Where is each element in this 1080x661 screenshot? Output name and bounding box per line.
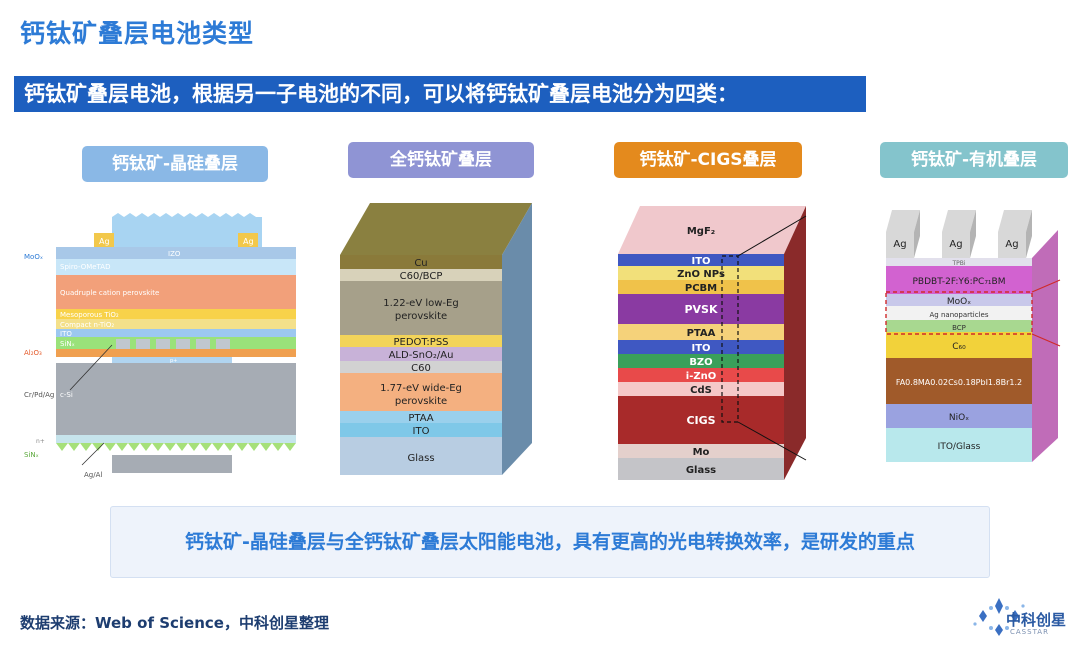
layer-c60: C60: [411, 363, 431, 374]
layer-moox: MoOₓ: [947, 297, 971, 307]
label-compact: Compact n-TiO₂: [60, 321, 114, 329]
layer-ito-top: ITO: [691, 256, 710, 267]
label-al2o3: Al₂O₃: [24, 349, 42, 357]
layer-cu: Cu: [414, 258, 427, 269]
category-label-perovskite-cigs: 钙钛矿-CIGS叠层: [614, 142, 802, 178]
label-izo: IZO: [168, 250, 181, 258]
layer-cigs: CIGS: [686, 414, 715, 427]
layer-mo: Mo: [693, 447, 710, 458]
label-ag-al: Ag/Al: [84, 471, 102, 479]
layer-low-eg: 1.22-eV low-Eg: [383, 298, 458, 309]
layer-wide-eg: 1.77-eV wide-Eg: [380, 383, 462, 394]
label-sinx-bottom: SiNₓ: [24, 451, 39, 459]
casstar-logo-icon: [973, 598, 1025, 636]
layer-c60: C₆₀: [952, 342, 966, 352]
layer-glass: Glass: [407, 453, 434, 464]
layer-bcp: BCP: [952, 324, 966, 332]
diagram-perovskite-cigs: MgF₂ ITO ZnO NPs PCBM PVSK PTAA ITO BZO …: [618, 206, 807, 480]
layer-pcbm: PCBM: [685, 283, 717, 294]
logo-name: 中科创星: [1006, 611, 1067, 629]
layer-ito-glass: ITO/Glass: [938, 442, 981, 452]
label-mesoporous: Mesoporous TiO₂: [60, 311, 119, 319]
label-ag-left: Ag: [99, 237, 110, 246]
layer-ito: ITO: [413, 426, 430, 437]
label-perovskite: Quadruple cation perovskite: [60, 289, 159, 297]
diagram-perovskite-silicon: Ag Ag IZO Spiro-OMeTAD Quadruple cation …: [24, 213, 296, 479]
label-sinx-mid: SiNₓ: [60, 340, 75, 348]
conclusion-box: 钙钛矿-晶硅叠层与全钙钛矿叠层太阳能电池，具有更高的光电转换效率，是研发的重点: [110, 506, 990, 578]
logo-sub: CASSTAR: [1010, 628, 1049, 636]
layer-wide-eg-perovskite: perovskite: [395, 396, 447, 407]
label-c-si: c-Si: [60, 391, 73, 399]
layer-tpbi: TPBi: [951, 260, 965, 267]
page-title: 钙钛矿叠层电池类型: [20, 19, 255, 48]
diagram-all-perovskite: Cu C60/BCP 1.22-eV low-Eg perovskite PED…: [340, 203, 532, 475]
label-moox: MoOₓ: [24, 253, 43, 261]
layer-sno2-au: ALD-SnO₂/Au: [389, 350, 454, 361]
layer-pvsk: PVSK: [684, 303, 717, 316]
category-label-perovskite-organic: 钙钛矿-有机叠层: [880, 142, 1068, 178]
intro-banner: 钙钛矿叠层电池，根据另一子电池的不同，可以将钙钛矿叠层电池分为四类：: [14, 76, 866, 112]
layer-pedot: PEDOT:PSS: [393, 337, 448, 348]
label-contact: Cr/Pd/Ag: [24, 391, 54, 399]
label-ag-right: Ag: [243, 237, 254, 246]
label-p-plus: p+: [170, 358, 177, 364]
layer-ag-nanoparticles: Ag nanoparticles: [930, 311, 989, 319]
data-source: 数据来源：Web of Science，中科创星整理: [20, 614, 329, 632]
layer-i-zno: i-ZnO: [686, 371, 716, 382]
label-spiro: Spiro-OMeTAD: [60, 263, 110, 271]
layer-zno: ZnO NPs: [677, 269, 725, 280]
electrode-ag-1: Ag: [893, 239, 906, 250]
layer-mgf2: MgF₂: [687, 226, 715, 237]
electrode-ag-2: Ag: [949, 239, 962, 250]
layer-ptaa: PTAA: [408, 413, 433, 424]
layer-perovskite: FA0.8MA0.02Cs0.18PbI1.8Br1.2: [896, 378, 1022, 387]
layer-glass: Glass: [686, 465, 716, 476]
layer-c60-bcp: C60/BCP: [400, 271, 443, 282]
electrode-ag-3: Ag: [1005, 239, 1018, 250]
category-label-all-perovskite: 全钙钛矿叠层: [348, 142, 534, 178]
label-ito: ITO: [60, 330, 72, 338]
label-n-plus: n+: [36, 438, 45, 445]
layer-bzo: BZO: [689, 357, 712, 368]
category-label-perovskite-silicon: 钙钛矿-晶硅叠层: [82, 146, 268, 182]
layer-pbdbt: PBDBT-2F:Y6:PC₇₁BM: [913, 277, 1006, 287]
diagram-perovskite-organic: Ag Ag Ag TPBi PBDBT-2F:Y6:PC₇₁BM MoOₓ Ag…: [885, 210, 1061, 462]
layer-low-eg-perovskite: perovskite: [395, 311, 447, 322]
layer-ito-mid: ITO: [691, 343, 710, 354]
layer-cds: CdS: [690, 385, 712, 396]
layer-ptaa: PTAA: [687, 328, 716, 339]
layer-niox: NiOₓ: [949, 413, 969, 423]
